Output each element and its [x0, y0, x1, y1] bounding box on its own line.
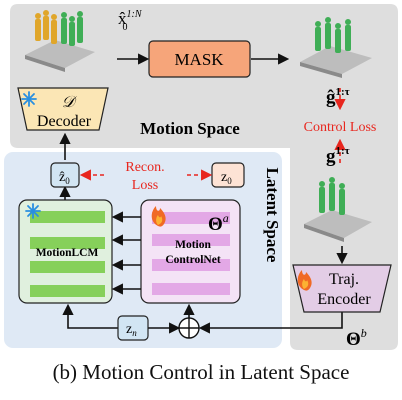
fire-icon	[151, 206, 166, 227]
motionlcm-layer	[30, 237, 105, 249]
motionlcm-label: MotionLCM	[36, 247, 99, 259]
z0-label: z0	[221, 170, 232, 186]
z0-hat-label: ẑ0	[59, 170, 70, 186]
mask-label: MASK	[174, 50, 224, 69]
controlnet-label-line1: Motion	[175, 239, 211, 251]
latent-space-title: Latent Space	[263, 168, 282, 263]
arrow-zn-to-lcm	[62, 303, 118, 329]
theta-b-label: Θb	[346, 326, 367, 350]
recon-loss-line1: Recon.	[125, 160, 164, 175]
controlnet-layer	[152, 283, 230, 295]
traj-encoder-box	[292, 264, 392, 313]
controlnet-layer	[152, 259, 230, 271]
z0-hat-box	[50, 162, 80, 188]
trajectory-motion-figure	[304, 177, 372, 242]
masked-motion-figure	[300, 17, 372, 78]
recon-loss-line2: Loss	[132, 178, 158, 193]
motionlcm-layer	[30, 211, 105, 223]
motionlcm-box	[18, 199, 113, 304]
snowflake-icon	[25, 203, 41, 219]
traj-encoder-line1: Traj.	[329, 271, 359, 288]
zn-box	[117, 315, 149, 341]
decoder-box	[17, 87, 109, 131]
motion-space-title: Motion Space	[140, 119, 240, 138]
snowflake-icon	[21, 91, 37, 107]
traj-encoder-line2: Encoder	[317, 291, 371, 308]
arrow-encoder-to-plus	[198, 312, 343, 334]
g-hat-label: ĝ1:τ	[326, 86, 350, 108]
motionlcm-layer	[30, 285, 105, 297]
controlnet-layer	[152, 234, 230, 246]
controlnet-label-line2: ControlNet	[165, 254, 221, 266]
add-operator-icon	[178, 317, 200, 339]
decoder-symbol: 𝒟	[62, 94, 78, 111]
controlnet-layer	[152, 212, 230, 224]
controlnet-box	[140, 199, 241, 304]
motionlcm-layer	[30, 261, 105, 273]
g-label: g1:τ	[326, 145, 350, 167]
figure-caption: (b) Motion Control in Latent Space	[52, 360, 350, 384]
fire-icon	[297, 270, 312, 291]
decoder-label: Decoder	[37, 113, 92, 130]
motion-sequence-figure	[25, 10, 95, 72]
control-loss-label: Control Loss	[304, 120, 377, 135]
zn-label: zn	[126, 322, 137, 338]
theta-a-label: Θa	[208, 211, 229, 235]
